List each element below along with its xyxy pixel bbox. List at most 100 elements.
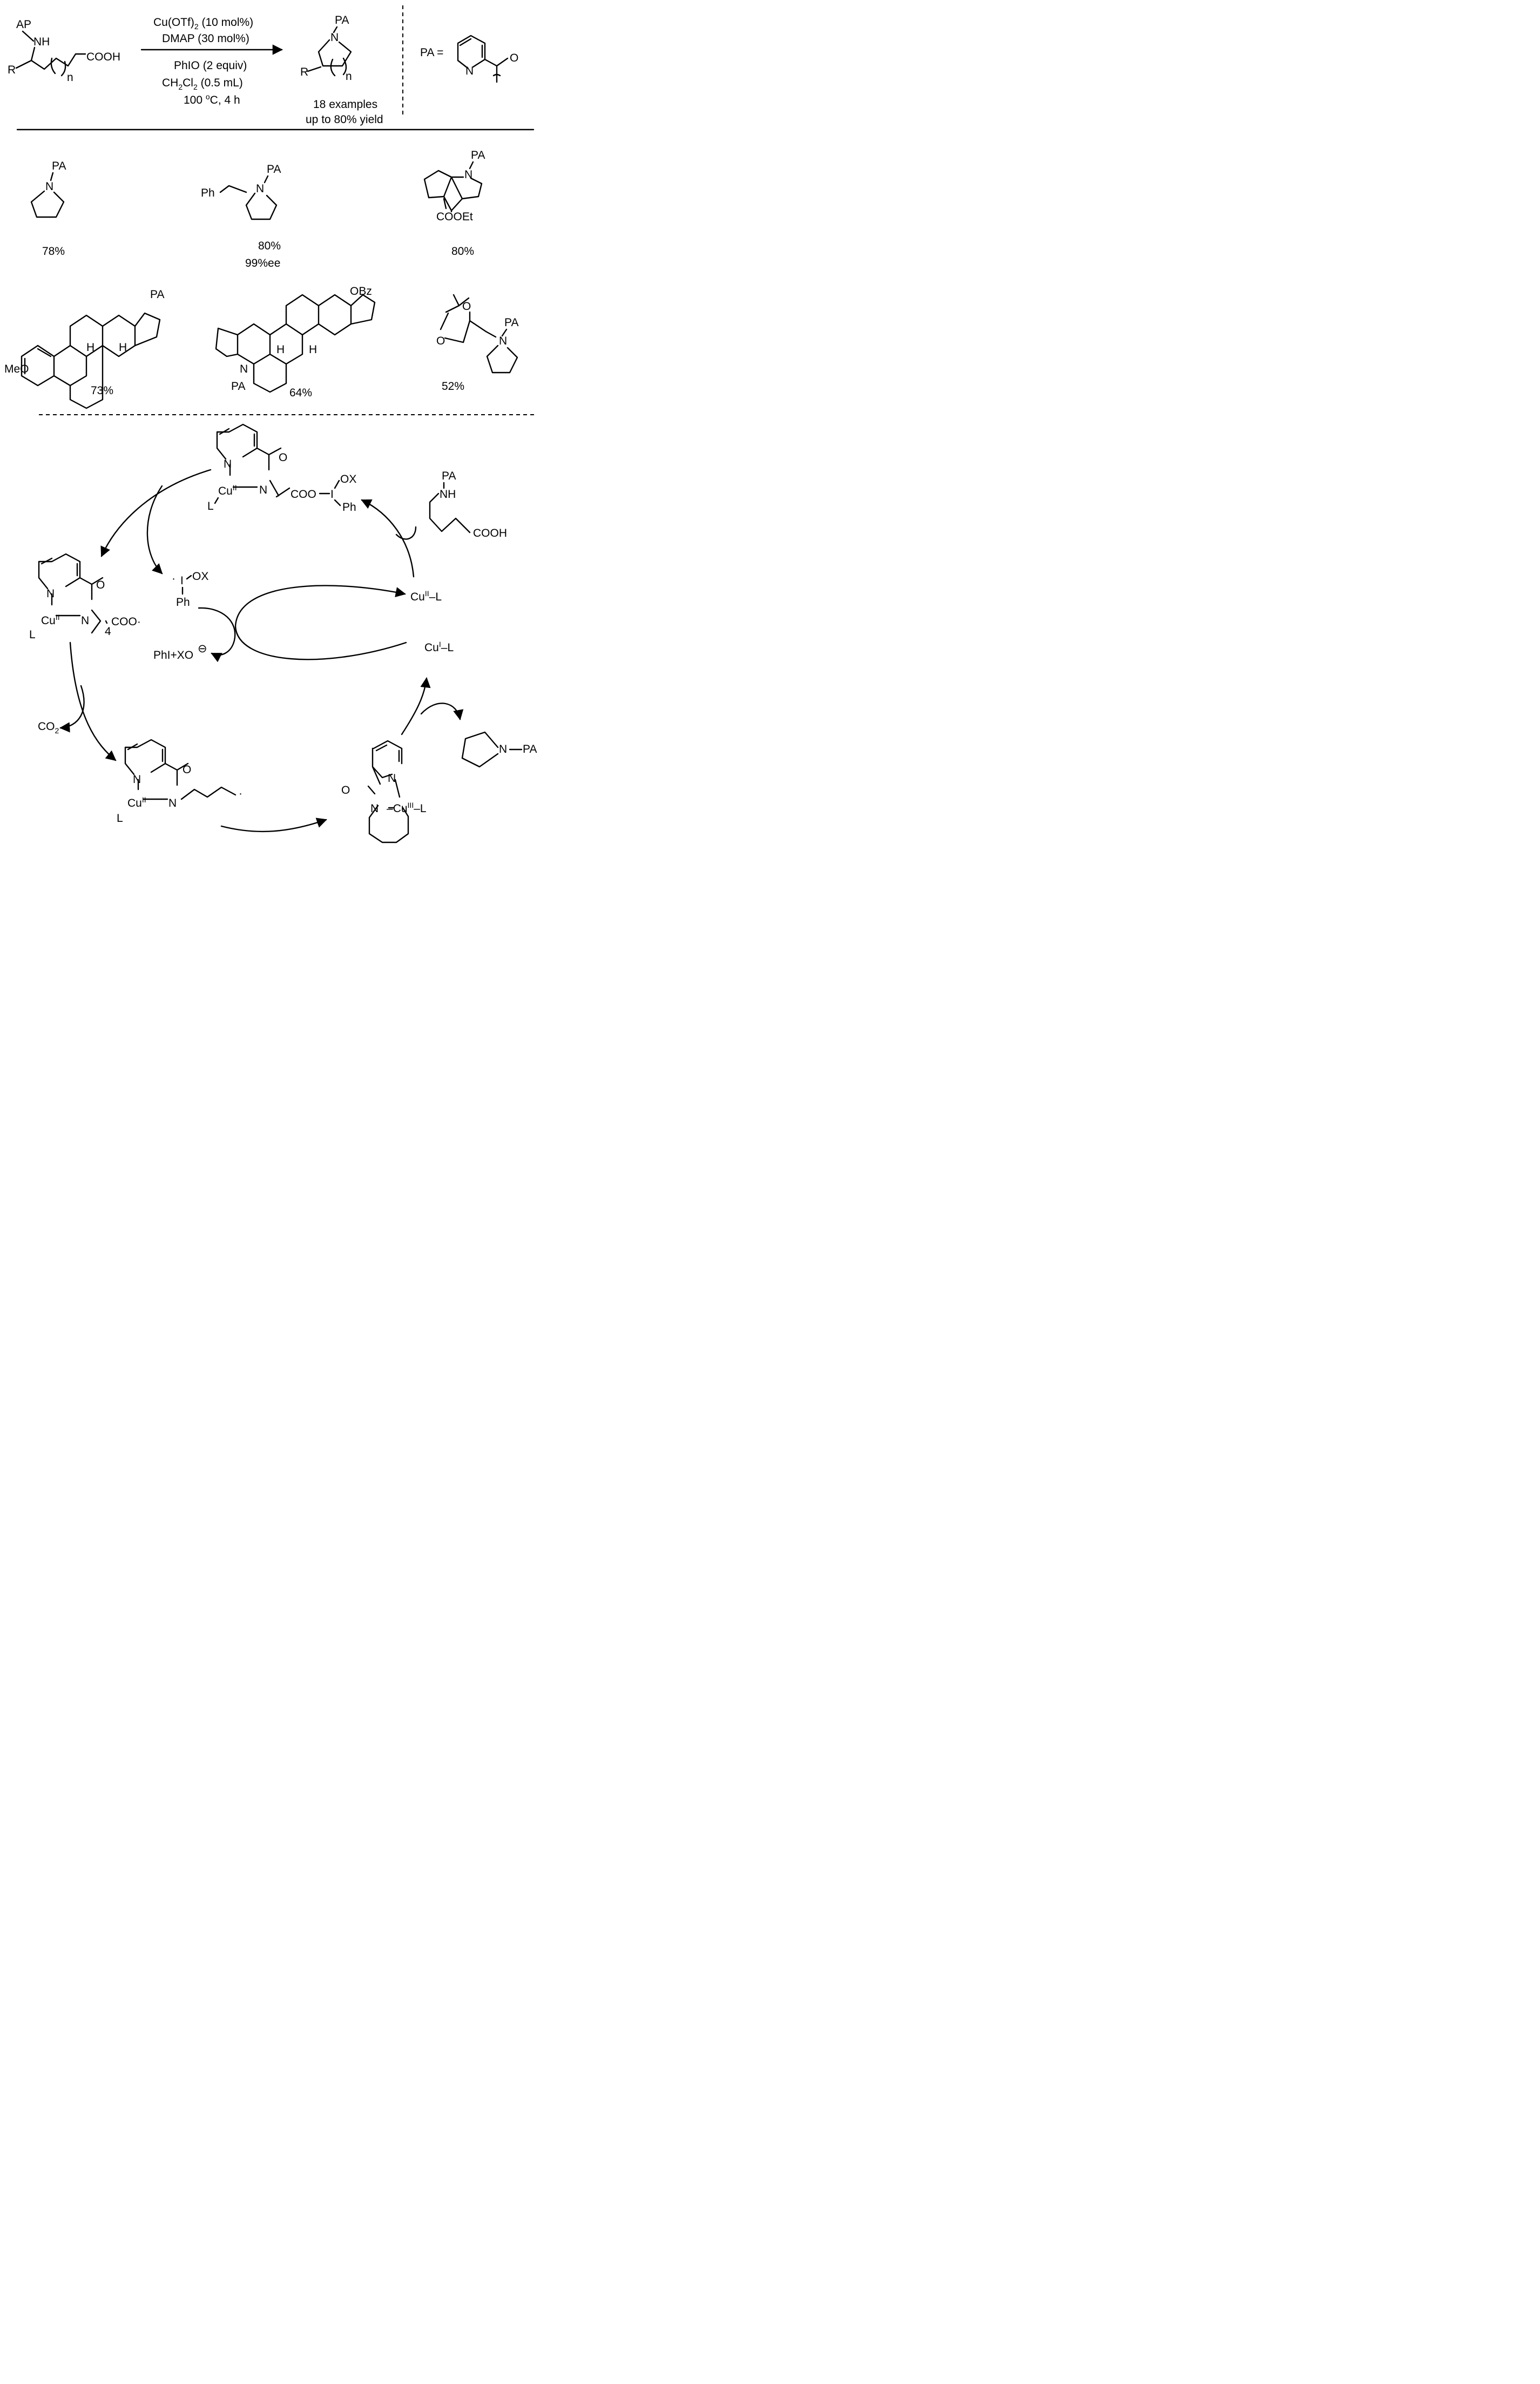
yield-label: 78% <box>42 245 65 258</box>
iodine-radical: · I OX Ph <box>172 570 208 609</box>
scope-item-3: PA N COOEt 80% <box>423 149 485 258</box>
iodine-atom: I <box>180 575 184 587</box>
top-cu-complex: O N CuII N L COO I OX Ph <box>207 423 356 514</box>
label-n: N <box>240 363 248 375</box>
yield-label: 80% <box>451 245 474 258</box>
arrow-co2-release <box>59 685 85 733</box>
coo-label: COO <box>291 488 316 501</box>
label-h: H <box>309 343 317 356</box>
n-label: n <box>67 71 73 84</box>
phi-xo: PhI+XO <box>153 649 193 661</box>
o-atom: O <box>183 764 191 776</box>
co2-label: CO2 <box>38 720 59 735</box>
cooh-label: COOH <box>473 527 507 539</box>
arrow-to-cu2 <box>234 585 406 627</box>
left-cu-complex: O N CuII N L 4 COO· <box>29 553 141 641</box>
label-h: H <box>119 341 127 354</box>
cu2-label: CuII–L <box>410 589 442 603</box>
scope-item-6: O O PA N 52% <box>436 294 518 393</box>
o-atom: O <box>96 579 105 591</box>
cu-atom: –CuIII–L <box>387 801 427 815</box>
reagent-2: DMAP (30 mol%) <box>162 32 249 45</box>
arrow-to-iodine-radical <box>146 485 163 575</box>
general-substrate: AP NH R COOH n <box>8 18 120 84</box>
label-obz: OBz <box>350 285 372 298</box>
product-n: N <box>330 31 339 44</box>
summary-examples: 18 examples <box>313 98 377 111</box>
label-n: N <box>45 180 53 193</box>
ee-label: 99%ee <box>245 257 280 269</box>
label-cooet: COOEt <box>436 211 473 223</box>
ligand-l: L <box>207 500 214 512</box>
summary-yield: up to 80% yield <box>306 113 383 126</box>
amide-n-atom: N <box>168 797 177 809</box>
pa-o: O <box>510 52 518 64</box>
r-label: R <box>8 64 16 76</box>
co2: CO2 <box>38 720 59 735</box>
py-n-atom: N <box>224 458 232 470</box>
o-atom: O <box>341 784 350 796</box>
iodine-atom: I <box>330 488 334 501</box>
yield-label: 52% <box>442 380 464 393</box>
negative-charge: ⊖ <box>198 643 207 655</box>
n-atom: N <box>499 743 507 755</box>
amide-n-atom: N <box>81 614 89 627</box>
ox-label: OX <box>340 473 356 485</box>
label-pa: PA <box>231 380 245 393</box>
ox-label: OX <box>192 570 208 583</box>
cu-atom: CuII <box>41 613 60 627</box>
pa-definition: PA = N O <box>420 35 518 83</box>
label-pa: PA <box>52 160 66 172</box>
amide-n-atom: N <box>370 802 379 815</box>
cu-atom: CuII <box>218 483 237 497</box>
ap-label: AP <box>16 18 31 31</box>
pa-label: PA <box>442 470 456 482</box>
ligand-l: L <box>117 812 123 825</box>
product-n-index: n <box>346 70 352 83</box>
ligand-l: L <box>29 629 36 641</box>
arrow-to-alkyl-radical <box>69 641 117 761</box>
coo-radical: COO· <box>111 616 141 628</box>
cu1-species: CuI–L <box>424 640 454 654</box>
arrow-to-byproduct <box>198 607 236 663</box>
product-pa: PA <box>335 14 349 26</box>
reaction-scheme: AP NH R COOH n Cu(OTf)2 (10 mol%) DMAP (… <box>0 0 553 856</box>
label-pa: PA <box>504 316 518 329</box>
radical-dot: · <box>172 572 175 585</box>
scope-item-4: PA H H MeO 73% <box>4 288 164 409</box>
product-r: R <box>300 66 308 78</box>
label-pa: PA <box>150 288 164 301</box>
scope-item-2: PA N Ph 80% 99%ee <box>201 163 281 269</box>
nh-label: NH <box>440 488 456 501</box>
mech-substrate: PA NH COOH <box>429 470 507 539</box>
label-n: N <box>499 335 507 347</box>
scope-item-1: PA N 78% <box>30 160 66 258</box>
cu1-label: CuI–L <box>424 640 454 654</box>
arrow-cu2-to-top <box>361 499 415 578</box>
label-h: H <box>86 341 94 354</box>
ph-label: Ph <box>176 596 190 609</box>
py-n-atom: N <box>46 587 55 600</box>
cu-atom: CuII <box>127 795 146 809</box>
o-atom: O <box>279 451 287 464</box>
chain-index: 4 <box>105 625 111 638</box>
arrow-to-left-complex <box>100 469 212 557</box>
label-o: O <box>436 335 445 347</box>
byproduct: PhI+XO ⊖ <box>153 643 207 661</box>
py-n-atom: N <box>388 772 396 785</box>
label-pa: PA <box>471 149 485 161</box>
cu2-species: CuII–L <box>410 589 442 603</box>
reagent-1: Cu(OTf)2 (10 mol%) <box>153 16 253 31</box>
bottom-cu-complex: O N CuII N L · <box>117 739 242 825</box>
yield-label: 80% <box>258 240 281 252</box>
nh-label: NH <box>33 36 50 48</box>
ph-label: Ph <box>342 501 356 514</box>
pa-n: N <box>465 65 474 77</box>
scheme-canvas: AP NH R COOH n Cu(OTf)2 (10 mol%) DMAP (… <box>4 5 537 843</box>
label-meo: MeO <box>4 363 29 375</box>
pa-equals: PA = <box>420 46 443 59</box>
pa-label: PA <box>523 743 537 755</box>
label-n: N <box>256 183 264 195</box>
label-ph: Ph <box>201 187 215 199</box>
conditions: 100 oC, 4 h <box>184 92 240 106</box>
